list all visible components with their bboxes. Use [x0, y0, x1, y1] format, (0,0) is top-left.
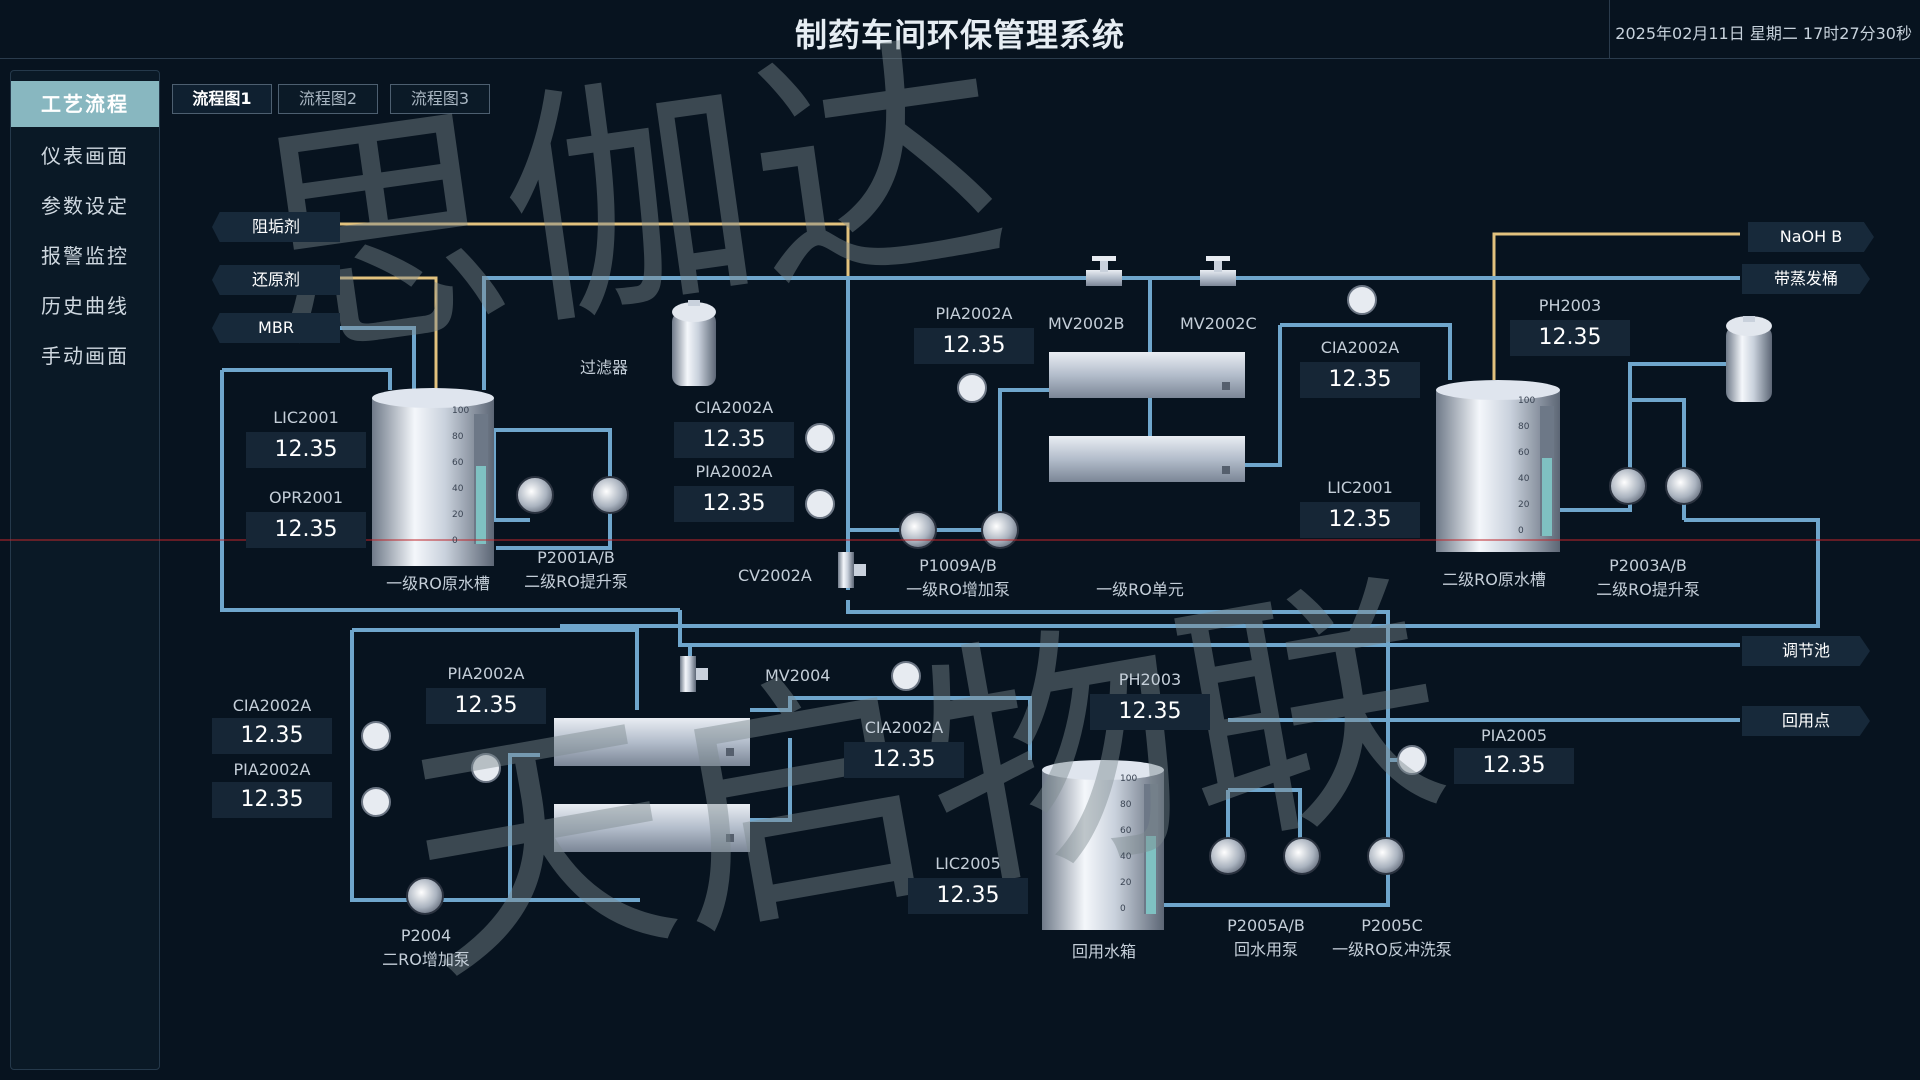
tank-1	[372, 388, 494, 566]
instrument-7-tag: PH2003	[1538, 296, 1602, 315]
pump-p2005c-name: 一级RO反冲洗泵	[1332, 940, 1452, 959]
pumps	[406, 467, 1703, 915]
pump-p2003-name: 二级RO提升泵	[1596, 580, 1700, 599]
instrument-13-value: 12.35	[1090, 694, 1210, 730]
instrument-7-value: 12.35	[1510, 320, 1630, 356]
tank3-label: 回用水箱	[1071, 942, 1137, 961]
valve-mv2004	[680, 656, 708, 692]
instrument-3-value: 12.35	[674, 486, 794, 522]
tab-flow-2[interactable]: 流程图2	[278, 84, 378, 114]
input-mbr: MBR	[212, 313, 340, 343]
instrument-13-tag: PH2003	[1118, 670, 1182, 689]
pump-p2005ab-name: 回水用泵	[1233, 940, 1299, 959]
ro-membrane-2	[554, 718, 750, 852]
input-reductant: 还原剂	[212, 265, 340, 295]
instrument-4-value: 12.35	[914, 328, 1034, 364]
output-regulating-pool: 调节池	[1742, 636, 1870, 666]
tank-2	[1436, 380, 1560, 552]
water-pipes	[220, 276, 1820, 907]
output-evaporation: 带蒸发桶	[1742, 264, 1870, 294]
input-antiscalant: 阻垢剂	[212, 212, 340, 242]
instrument-6-tag: LIC2001	[1327, 478, 1393, 497]
instrument-11-tag: CIA2002A	[864, 718, 944, 737]
datetime-panel: 2025年02月11日 星期二 17时27分30秒	[1609, 0, 1920, 58]
pump-p2005c-tag: P2005C	[1361, 916, 1423, 935]
instrument-5-tag: CIA2002A	[1320, 338, 1400, 357]
sidebar-item-parameters[interactable]: 参数设定	[41, 194, 129, 218]
instrument-14-value: 12.35	[1454, 748, 1574, 784]
instrument-0-value: 12.35	[246, 432, 366, 468]
instrument-8-tag: CIA2002A	[232, 696, 312, 715]
chemical-lines	[340, 222, 1740, 390]
gauges	[361, 285, 1427, 817]
instrument-2-tag: CIA2002A	[694, 398, 774, 417]
cv2002a-label: CV2002A	[738, 566, 812, 585]
header: 制药车间环保管理系统 2025年02月11日 星期二 17时27分30秒	[0, 0, 1920, 59]
dosing-vessel	[1726, 316, 1772, 402]
sidebar-item-alarms[interactable]: 报警监控	[41, 244, 129, 268]
pump-p2001-tag: P2001A/B	[537, 548, 615, 567]
instrument-1-value: 12.35	[246, 512, 366, 548]
sidebar-item-history[interactable]: 历史曲线	[41, 294, 129, 318]
instrument-9-value: 12.35	[212, 782, 332, 818]
mv2002c-label: MV2002C	[1180, 314, 1257, 333]
instrument-10-tag: PIA2002A	[447, 664, 525, 683]
instrument-8-value: 12.35	[212, 718, 332, 754]
instrument-4-tag: PIA2002A	[935, 304, 1013, 323]
valve-mv2002b	[1086, 256, 1122, 286]
datetime: 2025年02月11日 星期二 17时27分30秒	[1615, 24, 1912, 43]
mv2002b-label: MV2002B	[1048, 314, 1125, 333]
pump-p2003-tag: P2003A/B	[1609, 556, 1687, 575]
instrument-14-tag: PIA2005	[1480, 726, 1548, 745]
instrument-9-tag: PIA2002A	[233, 760, 311, 779]
pump-p1009-tag: P1009A/B	[919, 556, 997, 575]
sidebar-item-process-flow[interactable]: 工艺流程	[11, 81, 159, 127]
instrument-2-value: 12.35	[674, 422, 794, 458]
ro1-unit-label: 一级RO单元	[1096, 580, 1184, 599]
filter-vessel	[672, 300, 716, 386]
page-title: 制药车间环保管理系统	[794, 16, 1125, 54]
sidebar: 工艺流程 仪表画面 参数设定 报警监控 历史曲线 手动画面	[10, 70, 160, 1070]
pump-p2004-name: 二RO增加泵	[382, 950, 470, 969]
output-naoh: NaOH B	[1748, 222, 1874, 252]
instrument-3-tag: PIA2002A	[695, 462, 773, 481]
tank-3	[1042, 760, 1164, 930]
pump-p2004-tag: P2004	[400, 926, 452, 945]
tank1-label: 一级RO原水槽	[386, 574, 490, 593]
instrument-12-value: 12.35	[908, 878, 1028, 914]
tab-flow-3[interactable]: 流程图3	[390, 84, 490, 114]
instrument-1-tag: OPR2001	[268, 488, 344, 507]
mv2004-label: MV2004	[765, 666, 831, 685]
pump-p2005ab-tag: P2005A/B	[1227, 916, 1305, 935]
pump-p2001-name: 二级RO提升泵	[524, 572, 628, 591]
instrument-5-value: 12.35	[1300, 362, 1420, 398]
valve-mv2002c	[1200, 256, 1236, 286]
ro-membrane-1	[1049, 352, 1245, 482]
tank2-label: 二级RO原水槽	[1442, 570, 1546, 589]
instrument-11-value: 12.35	[844, 742, 964, 778]
pump-p1009-name: 一级RO增加泵	[906, 580, 1010, 599]
output-reuse-point: 回用点	[1742, 706, 1870, 736]
instrument-6-value: 12.35	[1300, 502, 1420, 538]
instrument-12-tag: LIC2005	[935, 854, 1001, 873]
instrument-0-tag: LIC2001	[273, 408, 339, 427]
sidebar-item-manual[interactable]: 手动画面	[41, 344, 129, 368]
instrument-10-value: 12.35	[426, 688, 546, 724]
sidebar-item-instruments[interactable]: 仪表画面	[41, 144, 129, 168]
valve-cv2002a	[838, 552, 866, 588]
filter-label: 过滤器	[580, 358, 629, 377]
tab-flow-1[interactable]: 流程图1	[172, 84, 272, 114]
